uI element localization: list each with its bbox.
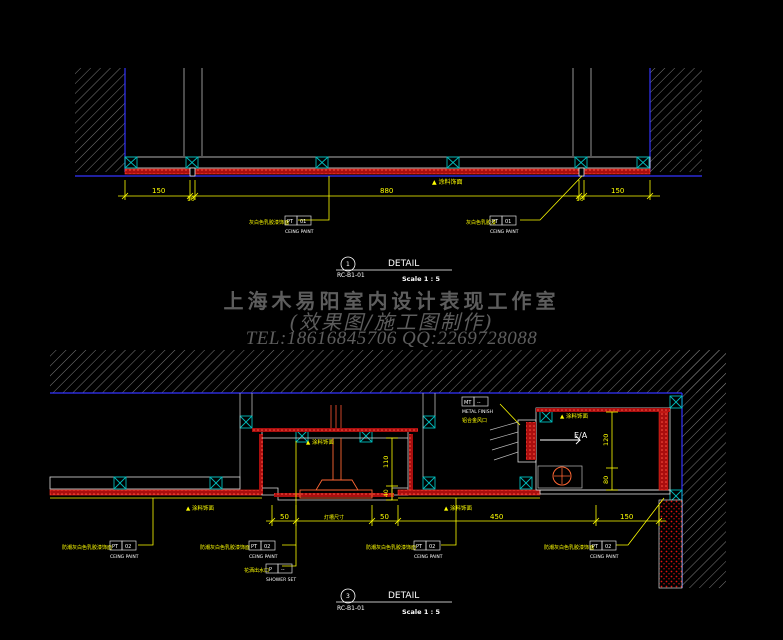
svg-text:02: 02 [264, 544, 270, 550]
detail-1-number: 1 [346, 261, 350, 268]
detail-1-ref: RC-B1-01 [337, 272, 365, 279]
dim-top-4: 10 [576, 196, 584, 203]
svg-text:花洒出水口: 花洒出水口 [244, 567, 269, 574]
detail-1-title: DETAIL [388, 259, 419, 269]
svg-text:防潮灰白色乳胶漆饰面: 防潮灰白色乳胶漆饰面 [200, 544, 250, 551]
shower-head [299, 438, 373, 499]
detail-3-title: DETAIL [388, 591, 419, 601]
svg-text:CEING PAINT: CEING PAINT [285, 229, 314, 235]
svg-text:灰白色乳胶漆饰面: 灰白色乳胶漆饰面 [249, 219, 289, 226]
material-tag-bottom-4: 防潮灰白色乳胶漆饰面 PT 02 CEING PAINT [544, 540, 619, 560]
svg-text:--: -- [281, 567, 285, 573]
shower-set-tag: 花洒出水口 P -- SHOWER SET [244, 563, 296, 583]
svg-text:MT: MT [464, 400, 472, 406]
detail-3-ref: RC-B1-01 [337, 605, 365, 612]
svg-text:防潮灰白色乳胶漆饰面: 防潮灰白色乳胶漆饰面 [62, 544, 112, 551]
dim-v-4: 80 [602, 476, 610, 484]
svg-text:PT: PT [251, 544, 258, 550]
dim-top-3: 880 [380, 187, 393, 195]
dim-top-5: 150 [611, 187, 624, 195]
svg-text:02: 02 [605, 544, 611, 550]
detail-3-number: 3 [346, 593, 350, 600]
wall-hatch-right [650, 68, 702, 172]
dim-h-1: 50 [280, 513, 289, 521]
material-tag-bottom-2: 防潮灰白色乳胶漆饰面 PT 02 CEING PAINT [200, 540, 278, 560]
note-finish-4: ▲ 涂料饰面 [444, 504, 472, 512]
svg-text:CEING PAINT: CEING PAINT [249, 554, 278, 560]
detail-1-section: ▲ 涂料饰面 150 10 880 10 150 灰白色乳胶漆饰面 PT 01 … [75, 68, 702, 283]
slab-hatch [50, 350, 726, 393]
exhaust-duct [489, 419, 583, 489]
svg-text:01: 01 [300, 219, 306, 225]
svg-text:--: -- [477, 400, 481, 406]
note-finish-3: ▲ 涂料饰面 [560, 412, 588, 420]
dim-v-2: 40 [383, 489, 390, 497]
svg-text:灰白色乳胶漆: 灰白色乳胶漆 [466, 219, 496, 226]
dim-v-1: 110 [382, 456, 390, 468]
dim-h-3: 50 [380, 513, 389, 521]
wall-hatch-right-bottom [682, 350, 726, 588]
svg-text:PT: PT [287, 219, 294, 225]
wall-hatch-left [75, 68, 125, 172]
svg-text:CEING PAINT: CEING PAINT [490, 229, 519, 235]
detail-3-title-block: 3 RC-B1-01 DETAIL Scale 1 : 5 [336, 588, 452, 616]
svg-text:01: 01 [505, 219, 511, 225]
material-tag-bottom-1: 防潮灰白色乳胶漆饰面 PT 02 CEING PAINT [62, 540, 139, 560]
detail-3-section: E/A ▲ 涂料饰面 ▲ 涂料饰面 ▲ 涂料饰面 ▲ 涂料饰面 110 40 1… [49, 350, 726, 616]
note-finish-1: ▲ 涂料饰面 [306, 438, 334, 446]
dim-v-3: 120 [602, 434, 610, 446]
material-tag-top-2: 灰白色乳胶漆 PT 01 CEING PAINT [466, 215, 519, 235]
svg-text:PT: PT [416, 544, 423, 550]
svg-text:防潮灰白色乳胶漆饰面: 防潮灰白色乳胶漆饰面 [366, 544, 416, 551]
ceiling-finish-board [124, 168, 651, 175]
dim-top-1: 150 [152, 187, 165, 195]
svg-text:PT: PT [492, 219, 499, 225]
svg-text:铝合金风口: 铝合金风口 [462, 417, 487, 424]
material-tag-bottom-3: 防潮灰白色乳胶漆饰面 PT 02 CEING PAINT [366, 540, 443, 560]
detail-1-scale: Scale 1 : 5 [402, 275, 440, 283]
svg-text:02: 02 [125, 544, 131, 550]
detail-1-title-block: 1 RC-B1-01 DETAIL Scale 1 : 5 [336, 256, 452, 283]
airflow-label: E/A [574, 431, 588, 440]
dim-h-2: 灯槽尺寸 [324, 514, 344, 521]
svg-text:SHOWER SET: SHOWER SET [266, 577, 296, 583]
svg-text:PT: PT [112, 544, 119, 550]
dim-h-5: 150 [620, 513, 633, 521]
svg-text:PT: PT [592, 544, 599, 550]
dim-top-2: 10 [187, 196, 195, 203]
note-finish-top: ▲ 涂料饰面 [432, 178, 463, 186]
svg-text:02: 02 [429, 544, 435, 550]
wall-tile [658, 499, 683, 589]
metal-finish-tag: MT -- METAL FINISH 铝合金风口 [461, 396, 493, 424]
svg-text:METAL FINISH: METAL FINISH [462, 409, 493, 415]
svg-text:CEING PAINT: CEING PAINT [590, 554, 619, 560]
svg-text:CEING PAINT: CEING PAINT [414, 554, 443, 560]
detail-3-scale: Scale 1 : 5 [402, 608, 440, 616]
material-tag-top-1: 灰白色乳胶漆饰面 PT 01 CEING PAINT [249, 215, 314, 235]
svg-text:P: P [269, 567, 272, 573]
svg-text:防潮灰白色乳胶漆饰面: 防潮灰白色乳胶漆饰面 [544, 544, 594, 551]
dim-h-4: 450 [490, 513, 503, 521]
svg-text:CEING PAINT: CEING PAINT [110, 554, 139, 560]
note-finish-2: ▲ 涂料饰面 [186, 504, 214, 512]
